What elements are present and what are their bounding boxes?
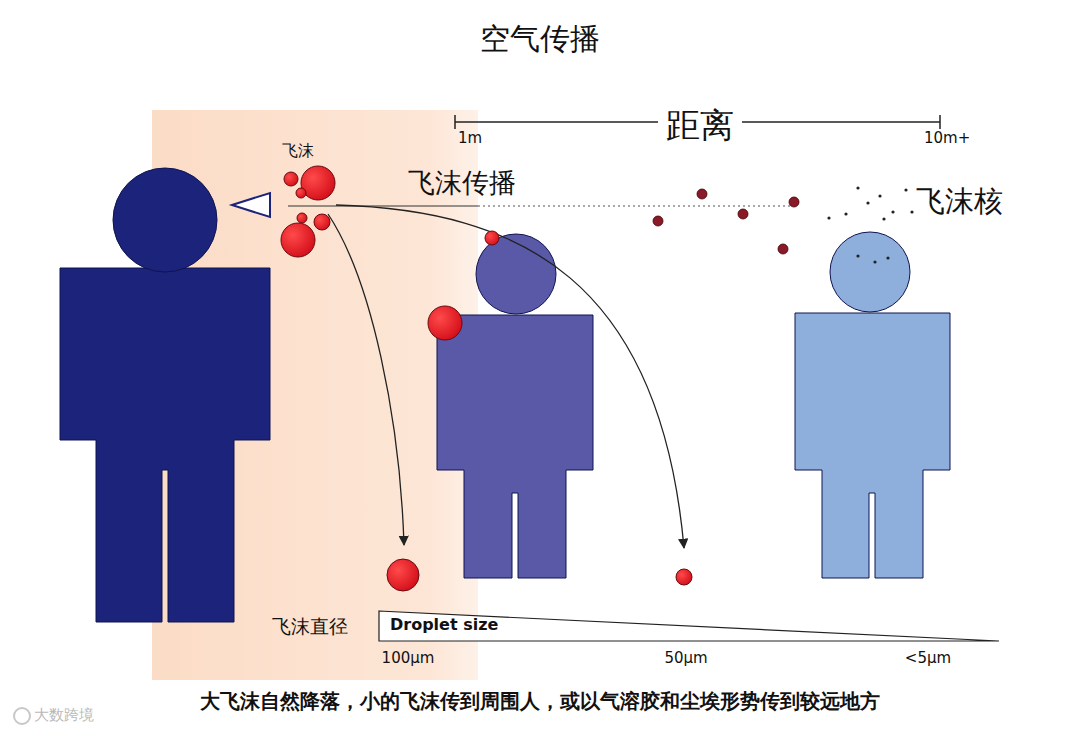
watermark-icon <box>14 708 30 724</box>
droplet <box>485 231 499 245</box>
droplet-nucleus <box>882 217 885 220</box>
wedge-label: Droplet size <box>378 610 1000 634</box>
droplet-size-wedge: Droplet size <box>378 610 1000 642</box>
person-head <box>476 234 556 314</box>
person-figure <box>60 168 270 622</box>
route-label: 飞沫传播 <box>408 167 516 198</box>
distance-start: 1m <box>458 130 482 147</box>
droplet <box>281 223 315 257</box>
droplet-nucleus <box>844 212 847 215</box>
nucleus-label: 飞沫核 <box>916 185 1003 218</box>
size-value: <5μm <box>905 650 951 667</box>
droplet <box>428 306 462 340</box>
droplet-nucleus <box>856 186 859 189</box>
person-head <box>830 232 910 312</box>
small-droplet <box>738 209 748 219</box>
droplet <box>297 213 307 223</box>
watermark: 大数跨境 <box>34 707 94 724</box>
distance-label: 距离 <box>658 106 742 145</box>
droplet <box>314 214 330 230</box>
droplet <box>387 559 419 591</box>
small-droplet <box>789 197 799 207</box>
small-droplet <box>778 244 788 254</box>
axis-label: 飞沫直径 <box>272 616 348 638</box>
distance-end: 10m+ <box>924 130 970 147</box>
small-droplet <box>697 189 707 199</box>
fall-arrow <box>336 205 684 548</box>
size-value: 50μm <box>664 650 707 667</box>
caption: 大飞沫自然降落，小的飞沫传到周围人，或以气溶胶和尘埃形势传到较远地方 <box>200 690 880 713</box>
droplet <box>284 172 298 186</box>
droplet <box>676 569 692 585</box>
fall-arrow <box>328 214 404 545</box>
person-body <box>437 315 593 578</box>
person-body <box>60 268 270 622</box>
droplet-nucleus <box>866 201 869 204</box>
size-value: 100μm <box>382 650 435 667</box>
person-body <box>795 313 950 578</box>
droplet-nucleus <box>827 216 830 219</box>
small-droplet <box>653 216 663 226</box>
droplet-nucleus <box>904 188 907 191</box>
droplet-nucleus <box>878 194 881 197</box>
mouth-symbol <box>232 193 270 217</box>
wedge-shape <box>379 611 999 641</box>
person-head <box>113 168 217 272</box>
droplet-nucleus <box>886 256 889 259</box>
droplet-label: 飞沫 <box>282 142 314 160</box>
droplet-nucleus <box>910 210 913 213</box>
droplet-nucleus <box>891 210 894 213</box>
person-figure <box>795 232 950 578</box>
trajectory-line <box>288 206 478 207</box>
droplet-nucleus <box>856 254 859 257</box>
droplet-nucleus <box>873 260 876 263</box>
person-figure <box>437 234 593 578</box>
droplet <box>296 188 306 198</box>
trajectory-line <box>478 205 792 206</box>
title: 空气传播 <box>480 22 600 57</box>
